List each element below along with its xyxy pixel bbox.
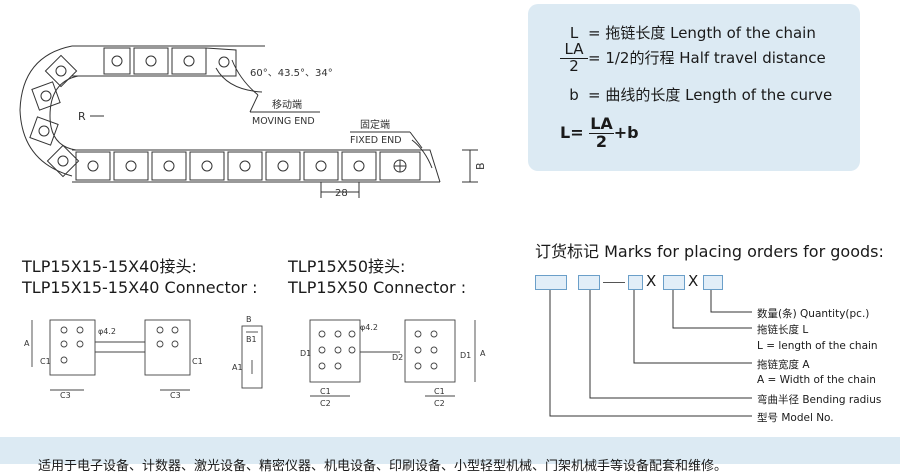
fixed-end-cn-label: 固定端 — [360, 118, 390, 131]
symbol-b: b — [569, 86, 579, 104]
main-formula: L= LA 2 +b — [560, 114, 639, 151]
right-c2-label: C2 — [320, 399, 331, 408]
order-label-model: 型号 Model No. — [757, 412, 834, 424]
radius-label: R — [78, 110, 86, 123]
footer-bar: 适用于电子设备、计数器、激光设备、精密仪器、机电设备、印刷设备、小型轻型机械、门… — [0, 437, 900, 474]
bend-angles-label: 60°、43.5°、34° — [250, 68, 333, 79]
right-connector-title-cn: TLP15X50接头: — [288, 257, 406, 276]
left-c1b-label: C1 — [192, 357, 203, 366]
mid-b1-label: B1 — [246, 335, 257, 344]
order-marks-title: 订货标记 Marks for placing orders for goods: — [535, 242, 884, 261]
order-label-radius: 弯曲半径 Bending radius — [757, 394, 882, 406]
order-box-model — [535, 275, 567, 290]
formula-line-length-text: = 拖链长度 Length of the chain — [588, 24, 816, 42]
right-d1-label: D1 — [300, 349, 311, 358]
order-leader-lines — [549, 290, 752, 417]
mid-a1-label: A1 — [232, 363, 243, 372]
order-label-quantity: 数量(条) Quantity(pc.) — [757, 308, 870, 320]
formula-box: L = 拖链长度 Length of the chain LA 2 = 1/2的行… — [528, 4, 860, 171]
mid-b-label: B — [246, 315, 252, 324]
moving-end-en-label: MOVING END — [252, 116, 315, 127]
order-box-quantity — [703, 275, 723, 290]
drag-chain-diagram: 60°、43.5°、34° R 移动端 MOVING END 固定端 FIXED… — [19, 45, 487, 199]
right-c1b-label: C1 — [434, 387, 445, 396]
left-connector-title-en: TLP15X15-15X40 Connector : — [22, 278, 258, 297]
order-box-radius — [578, 275, 600, 290]
right-c1-label: C1 — [320, 387, 331, 396]
left-connector-title-cn: TLP15X15-15X40接头: — [22, 257, 197, 276]
right-a-label: A — [480, 349, 486, 358]
formula-line-curve-text: = 曲线的长度 Length of the curve — [588, 86, 833, 104]
pitch-label: 28 — [335, 188, 348, 199]
right-connector-title-en: TLP15X50 Connector : — [288, 278, 467, 297]
connector-drawings: φ4.2 A C1 C3 C3 C1 B B1 A1 φ4.2 D1 D2 D1… — [24, 315, 486, 408]
left-c3-label: C3 — [60, 391, 71, 400]
order-x2: X — [688, 272, 699, 290]
left-a-label: A — [24, 339, 30, 348]
right-c2b-label: C2 — [434, 399, 445, 408]
left-phi-label: φ4.2 — [98, 327, 116, 336]
formula-line-half-travel-text: = 1/2的行程 Half travel distance — [588, 48, 826, 67]
fixed-end-en-label: FIXED END — [350, 135, 402, 146]
order-label-length-en: L = length of the chain — [757, 340, 878, 352]
order-x1: X — [646, 272, 657, 290]
order-label-width-cn: 拖链宽度 A — [757, 359, 810, 371]
right-phi-label: φ4.2 — [360, 323, 378, 332]
order-box-width — [628, 275, 643, 290]
order-label-width-en: A = Width of the chain — [757, 374, 876, 386]
symbol-l: L — [569, 24, 579, 42]
footer-application-text: 适用于电子设备、计数器、激光设备、精密仪器、机电设备、印刷设备、小型轻型机械、门… — [38, 459, 728, 474]
formula-line-curve: b = 曲线的长度 Length of the curve — [560, 84, 832, 105]
right-d2-label: D2 — [392, 353, 403, 362]
formula-line-length: L = 拖链长度 Length of the chain — [560, 22, 816, 43]
formula-line-half-travel: LA 2 = 1/2的行程 Half travel distance — [560, 41, 826, 75]
fraction-la-2: LA 2 — [560, 41, 588, 75]
left-c1-label: C1 — [40, 357, 51, 366]
order-box-length — [663, 275, 685, 290]
height-label: B — [474, 162, 487, 170]
left-c3b-label: C3 — [170, 391, 181, 400]
order-dash — [603, 282, 625, 283]
moving-end-cn-label: 移动端 — [272, 98, 302, 111]
right-d1b-label: D1 — [460, 351, 471, 360]
main-fraction: LA 2 — [589, 114, 614, 151]
order-label-length-cn: 拖链长度 L — [757, 324, 809, 336]
